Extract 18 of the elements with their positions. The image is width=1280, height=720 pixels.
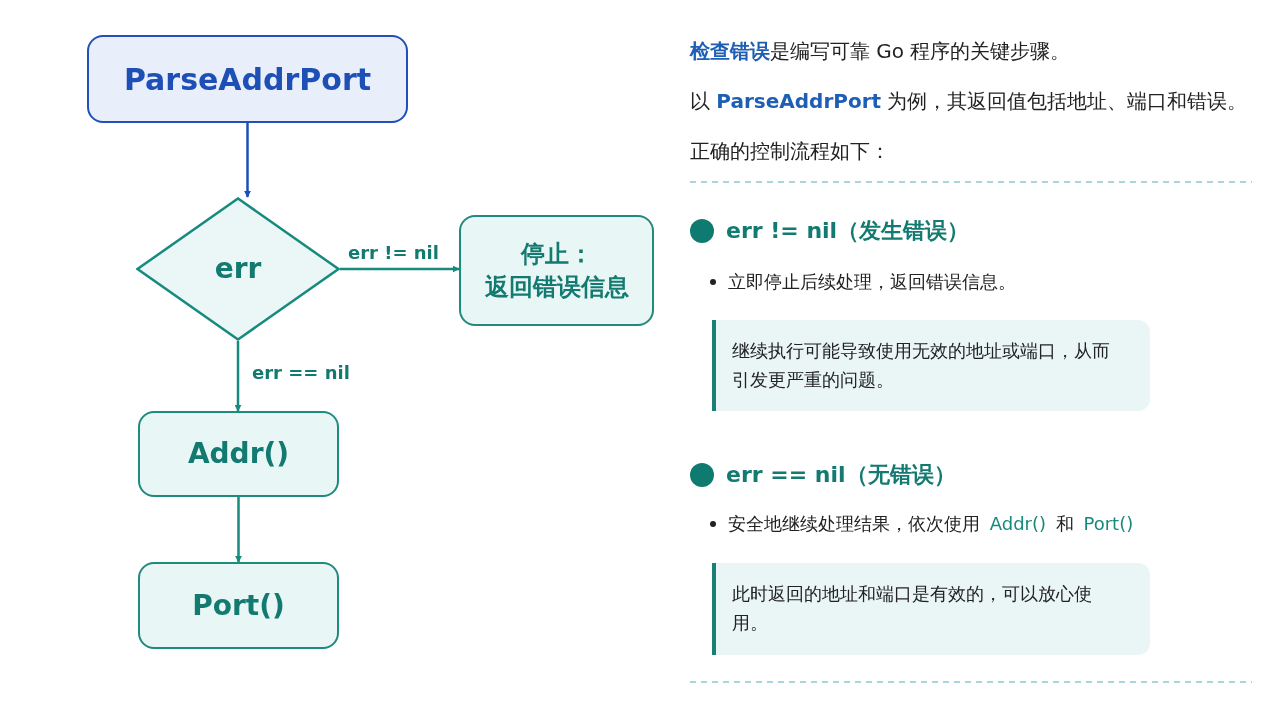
note-callout: 此时返回的地址和端口是有效的，可以放心使用。 xyxy=(712,563,1150,655)
bullet-text: 立即停止后续处理，返回错误信息。 xyxy=(728,270,1016,294)
note-callout: 继续执行可能导致使用无效的地址或端口，从而引发更严重的问题。 xyxy=(712,320,1150,411)
bullet-text: 安全地继续处理结果，依次使用 Addr() 和 Port() xyxy=(728,512,1135,536)
section-heading: err == nil（无错误） xyxy=(726,461,956,489)
arrow xyxy=(244,123,251,198)
process-box: Port() xyxy=(138,562,339,649)
arrow xyxy=(235,497,242,563)
process-box: ParseAddrPort xyxy=(87,35,408,123)
decision-diamond: err xyxy=(136,197,340,341)
process-box: 停止： 返回错误信息 xyxy=(459,215,654,326)
arrow xyxy=(340,265,460,273)
arrow xyxy=(234,341,242,412)
section-heading: err != nil（发生错误） xyxy=(726,217,970,245)
intro-text: 检查错误是编写可靠 Go 程序的关键步骤。 xyxy=(690,38,1071,65)
intro-text: 以 ParseAddrPort 为例，其返回值包括地址、端口和错误。 xyxy=(690,88,1248,115)
intro-text: 正确的控制流程如下： xyxy=(690,138,890,165)
process-box: Addr() xyxy=(138,411,339,497)
